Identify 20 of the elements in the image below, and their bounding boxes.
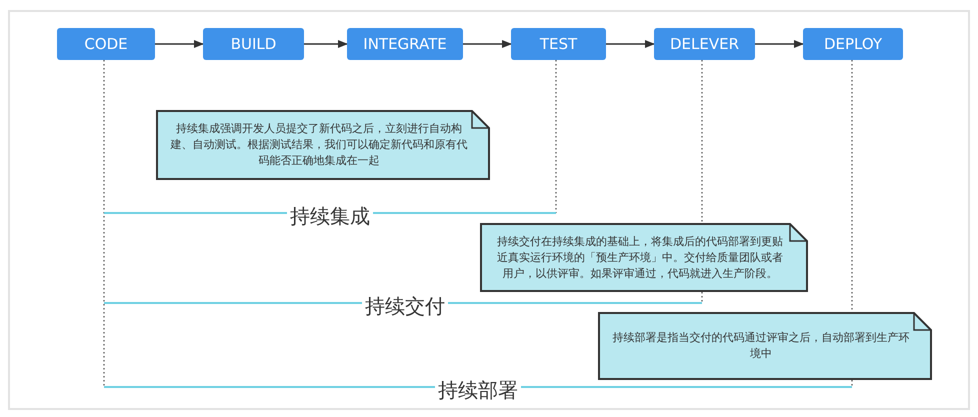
arrow <box>155 40 204 48</box>
span-label: 持续集成 <box>287 204 373 228</box>
note-box <box>480 223 808 292</box>
process-box: CODE <box>57 28 155 60</box>
process-box: INTEGRATE <box>347 28 463 60</box>
arrow <box>606 40 655 48</box>
process-box: DEPLOY <box>803 28 903 60</box>
note-text: 持续交付在持续集成的基础上，将集成后的代码部署到更贴近真实运行环境的「预生产环境」中。交付给质量团队或者用户，以供评审。如果评审通过，代码就进入生产阶段。 <box>496 234 784 282</box>
process-box: DELEVER <box>654 28 755 60</box>
note-text: 持续集成强调开发人员提交了新代码之后，立刻进行自动构建、自动测试。根据测试结果，我们可以确定新代码和原有代码能否正确地集成在一起 <box>170 121 468 169</box>
arrow <box>463 40 512 48</box>
arrow <box>755 40 804 48</box>
note-text: 持续部署是指当交付的代码通过评审之后，自动部署到生产环境中 <box>612 330 910 362</box>
note-box <box>156 110 490 180</box>
note-box <box>598 312 932 380</box>
span-label: 持续部署 <box>435 378 521 402</box>
span-label: 持续交付 <box>362 294 448 318</box>
process-box: TEST <box>511 28 606 60</box>
arrow <box>304 40 348 48</box>
process-box: BUILD <box>203 28 304 60</box>
